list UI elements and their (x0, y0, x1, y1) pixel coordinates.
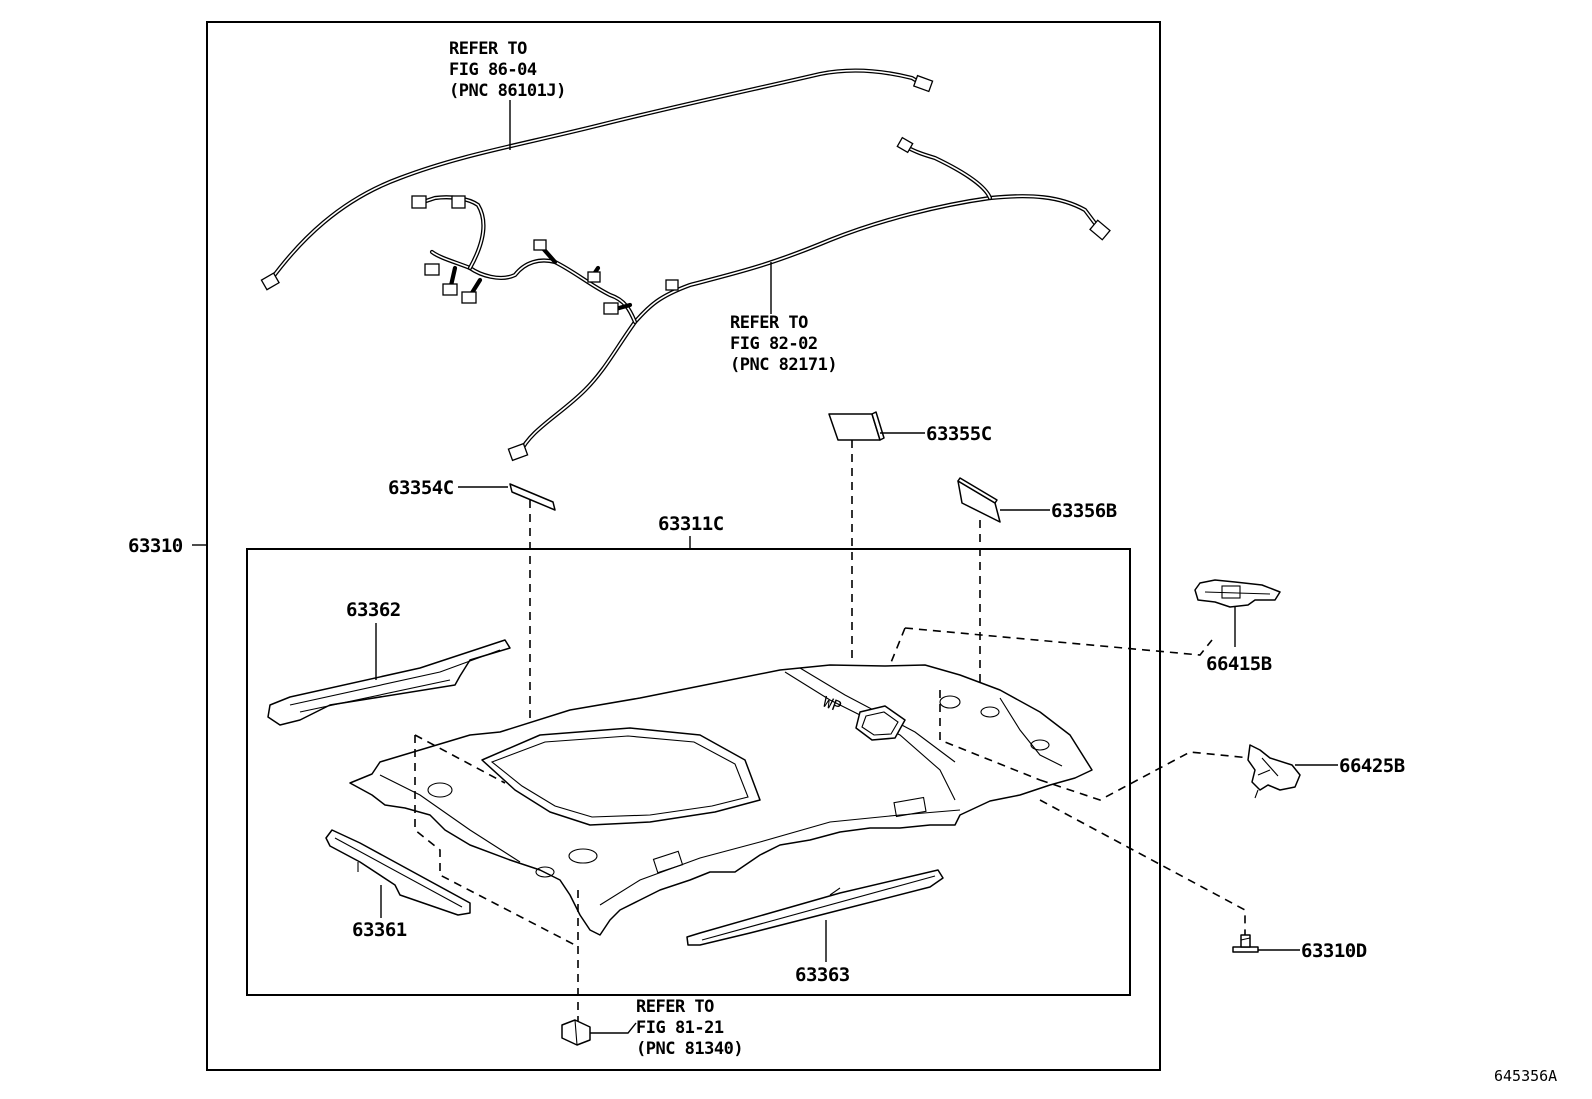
label-63356b: 63356B (1051, 500, 1117, 522)
reference-fig-86-04: REFER TO FIG 86-04 (PNC 86101J) (449, 39, 566, 101)
roof-headliner: WP (349, 664, 1093, 936)
lamp-unit-81340 (561, 1019, 591, 1046)
label-66415b: 66415B (1206, 653, 1272, 675)
label-63354c: 63354C (388, 477, 454, 499)
label-63355c: 63355C (926, 423, 992, 445)
roof-wire-harness-upper (260, 68, 934, 291)
reference-fig-81-21: REFER TO FIG 81-21 (PNC 81340) (636, 997, 744, 1059)
svg-text:(PNC 82171): (PNC 82171) (730, 355, 837, 375)
svg-text:REFER TO: REFER TO (636, 997, 714, 1017)
svg-text:FIG 82-02: FIG 82-02 (730, 334, 818, 354)
pad-63355c (828, 411, 885, 441)
label-66425b: 66425B (1339, 755, 1405, 777)
svg-text:FIG 81-21: FIG 81-21 (636, 1018, 724, 1038)
label-63311c: 63311C (658, 513, 724, 535)
svg-text:REFER TO: REFER TO (730, 313, 808, 333)
label-63361: 63361 (352, 919, 407, 941)
label-63363: 63363 (795, 964, 850, 986)
outer-assembly-frame (206, 21, 1161, 1071)
label-63362: 63362 (346, 599, 401, 621)
reference-fig-82-02: REFER TO FIG 82-02 (PNC 82171) (730, 313, 838, 375)
bracket-63362 (267, 639, 511, 726)
pad-63354c (509, 483, 556, 511)
svg-text:(PNC 81340): (PNC 81340) (636, 1039, 743, 1059)
clip-66415b (1194, 579, 1281, 608)
svg-text:REFER TO: REFER TO (449, 39, 527, 59)
label-63310: 63310 (128, 535, 183, 557)
clip-66425b (1247, 744, 1301, 799)
label-63310d: 63310D (1301, 940, 1367, 962)
embossed-mark: WP (821, 693, 844, 716)
svg-text:(PNC 86101J): (PNC 86101J) (449, 81, 566, 101)
svg-text:FIG 86-04: FIG 86-04 (449, 60, 537, 80)
pad-63356b (957, 477, 1001, 523)
bracket-63363 (686, 869, 944, 946)
screw-63310d (1232, 934, 1259, 953)
bracket-63361 (325, 829, 471, 916)
headliner-subassembly-frame (246, 548, 1131, 996)
roof-wire-harness-main (411, 136, 1111, 462)
diagram-id: 645356A (1494, 1067, 1557, 1085)
